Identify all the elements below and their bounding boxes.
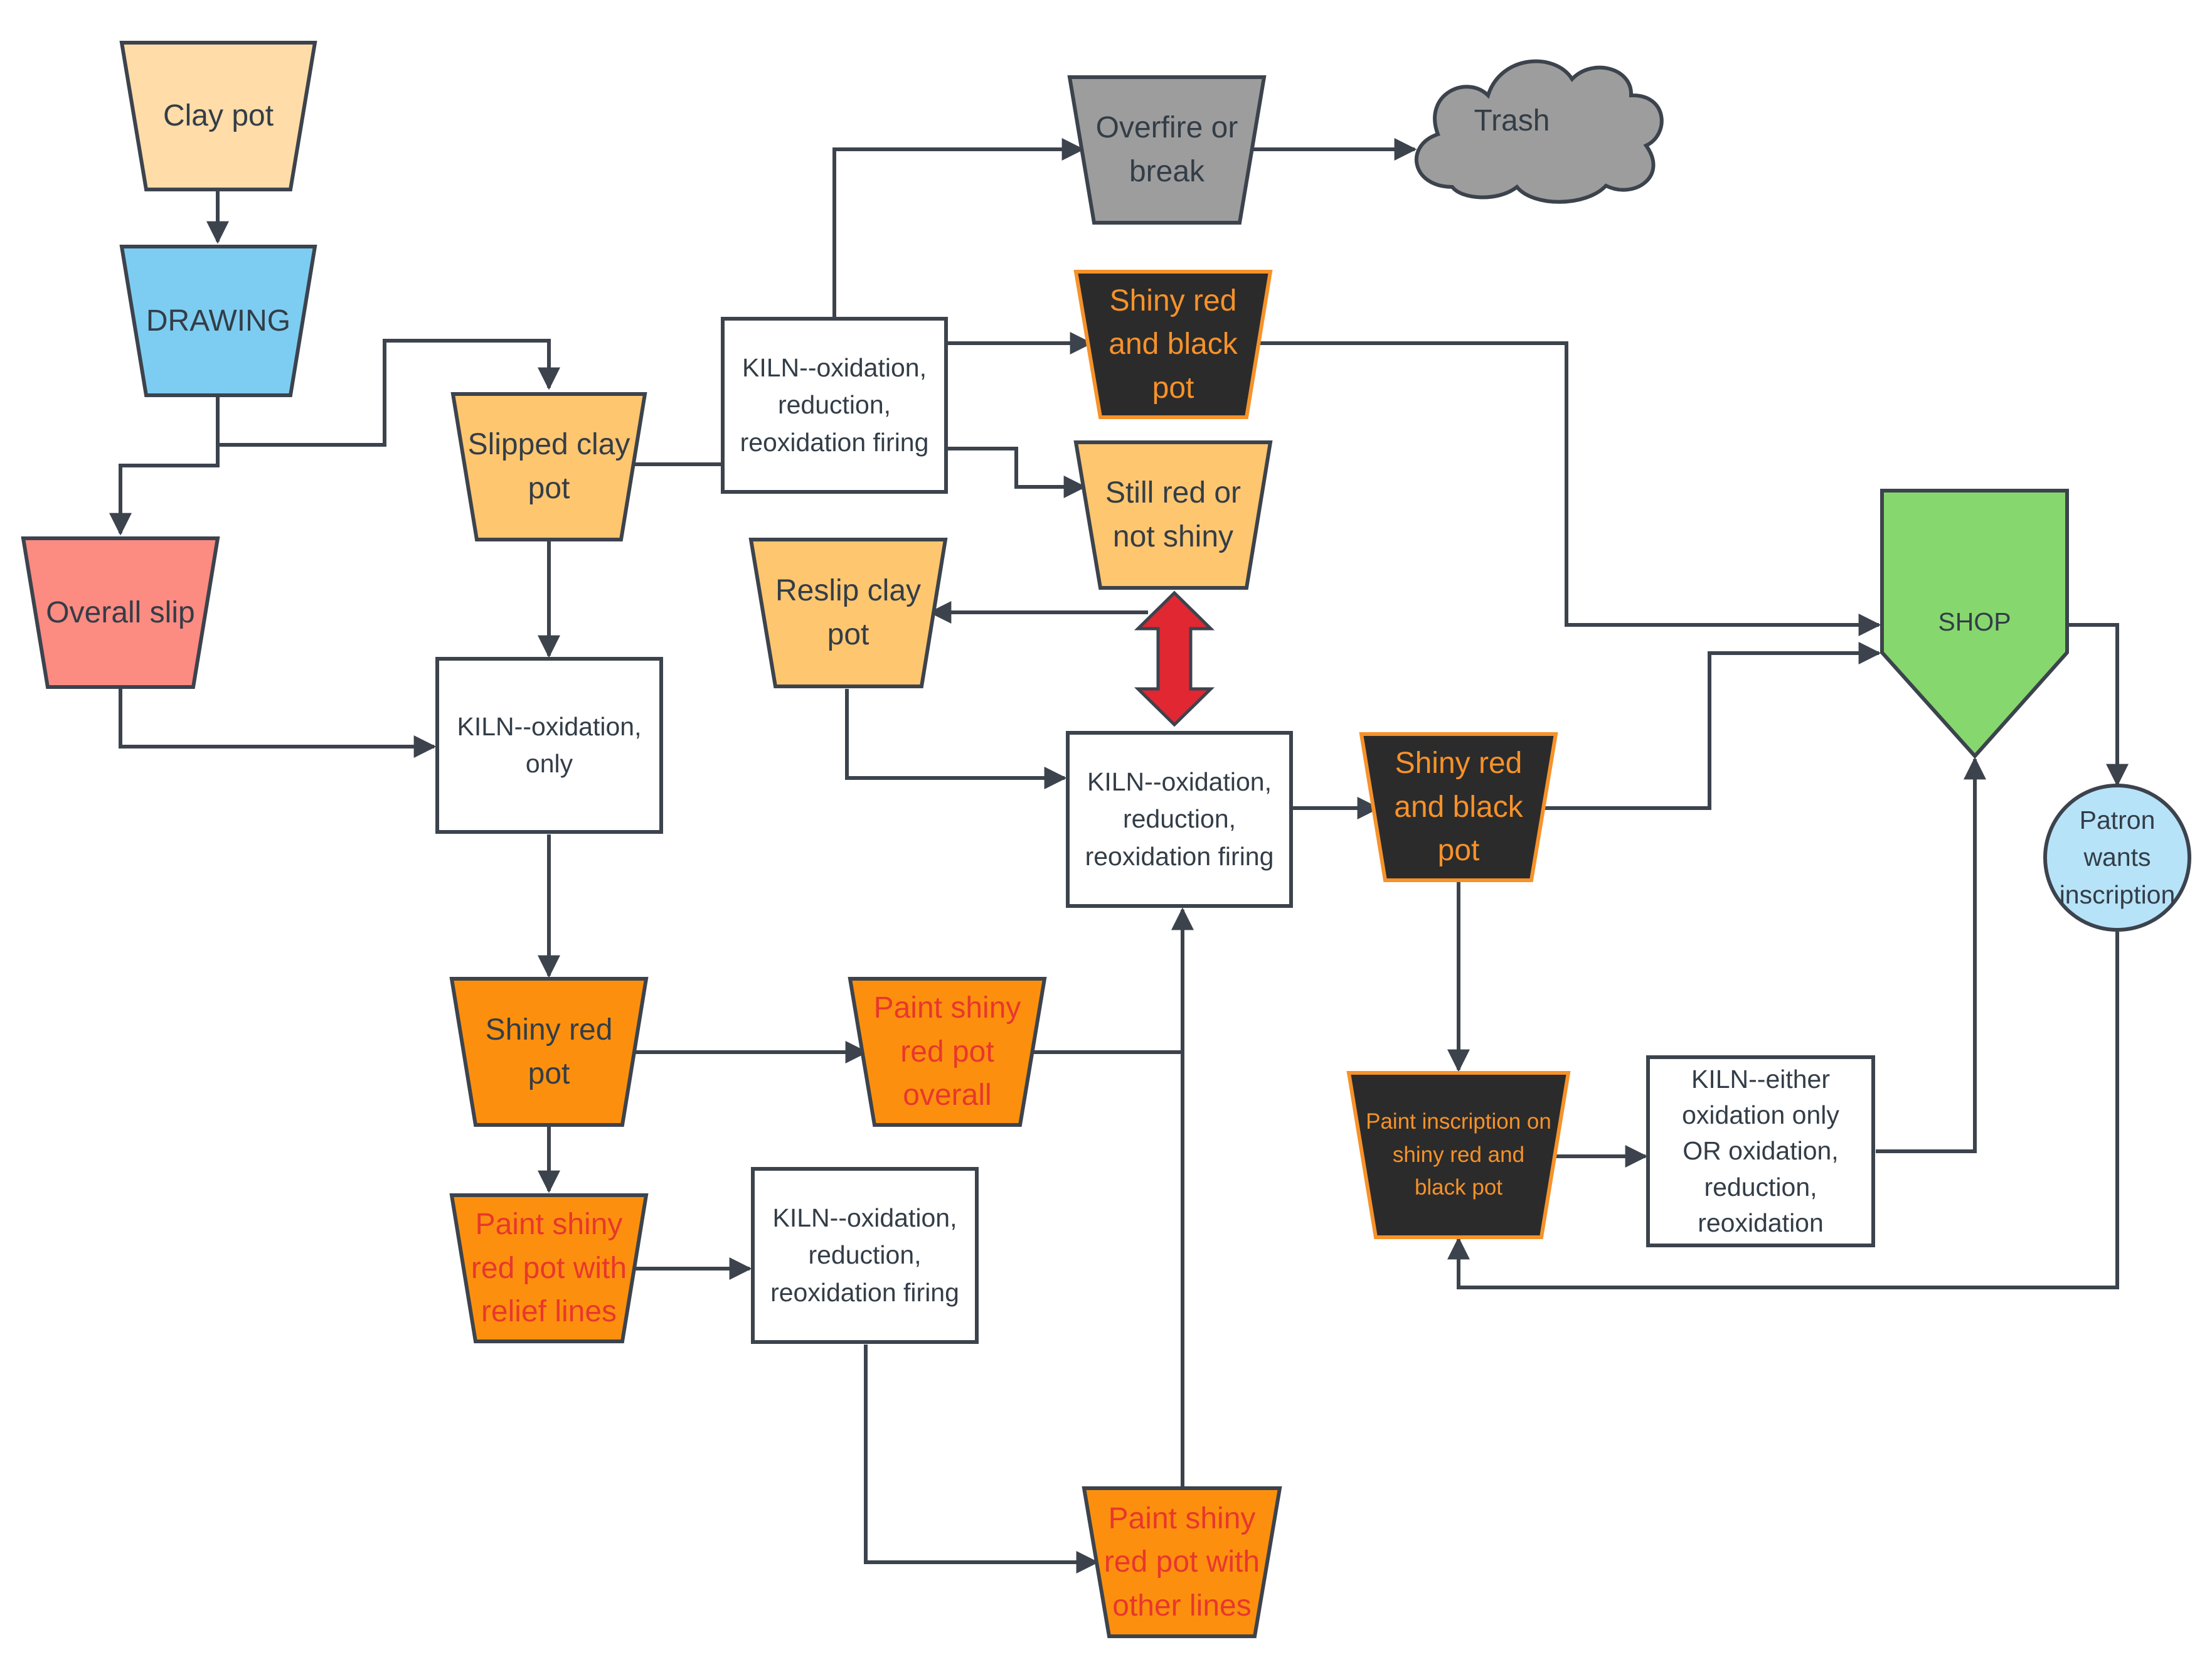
edge-patron-to-inscription: [1447, 932, 2119, 1289]
edge-reslip-to-kiln-mid: [845, 689, 1067, 789]
edge-kiln-either-to-shop: [1876, 757, 1986, 1153]
kiln-mid-box[interactable]: [1066, 731, 1293, 908]
kiln-ox-only-box[interactable]: [435, 657, 663, 834]
overfire-shape[interactable]: [1067, 75, 1267, 225]
connectors: [109, 138, 2129, 1574]
shiny-red-pot-shape[interactable]: [449, 977, 649, 1127]
overall-slip-shape[interactable]: [21, 536, 220, 689]
edge-shiny-black-to-shop: [1245, 341, 1881, 636]
kiln-bottom-box[interactable]: [751, 1167, 979, 1344]
drawing-shape[interactable]: [119, 245, 317, 397]
paint-inscription-shape[interactable]: [1346, 1071, 1571, 1239]
paint-overall-shape[interactable]: [848, 977, 1047, 1127]
paint-other-shape[interactable]: [1082, 1486, 1282, 1638]
shop-shape[interactable]: [1880, 489, 2069, 759]
kiln-top-box[interactable]: [721, 317, 948, 494]
edge-shop-to-patron: [2067, 623, 2129, 787]
edge-overall-slip-to-kiln-ox-only: [119, 689, 437, 758]
trash-cloud[interactable]: [1414, 59, 1664, 204]
edge-kiln-bottom-to-paint-other: [864, 1345, 1099, 1574]
edge-shiny-black-mid-to-shop: [1536, 642, 1881, 810]
shiny-black-mid-shape[interactable]: [1359, 732, 1558, 882]
edge-drawing-to-overall-slip: [109, 395, 220, 536]
paint-relief-shape[interactable]: [449, 1193, 649, 1343]
edge-kiln-top-to-overfire: [832, 138, 1085, 317]
clay-pot-shape[interactable]: [119, 41, 317, 191]
edge-kiln-top-to-still-red: [946, 447, 1087, 498]
slipped-clay-pot-shape[interactable]: [450, 392, 647, 541]
shiny-black-top-shape[interactable]: [1073, 270, 1273, 419]
double-arrow: [1134, 590, 1215, 727]
edge-drawing-to-slipped: [218, 339, 560, 447]
kiln-either-box[interactable]: [1646, 1055, 1875, 1247]
still-red-shape[interactable]: [1073, 440, 1273, 590]
patron-circle[interactable]: [2043, 784, 2191, 932]
reslip-shape[interactable]: [748, 538, 948, 688]
